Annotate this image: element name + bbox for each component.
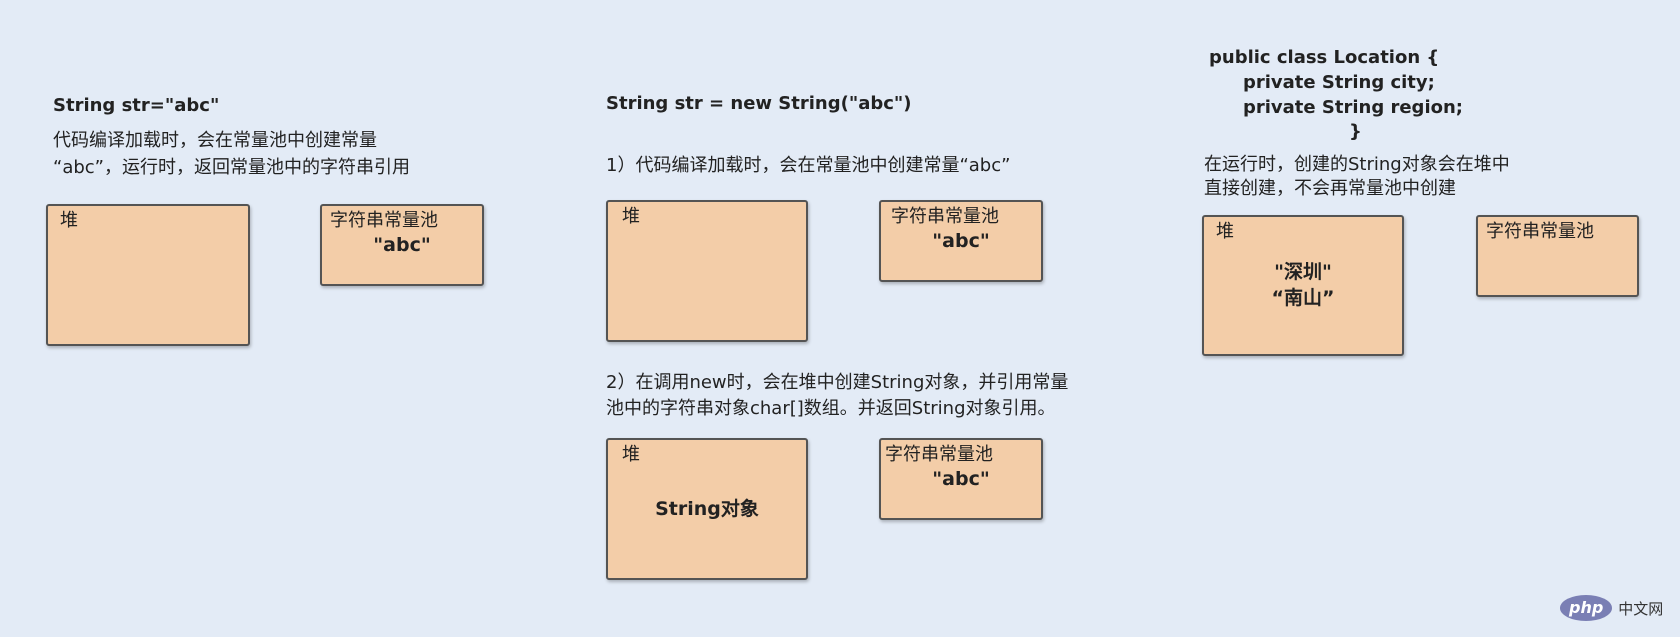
col1-desc-line-1: 代码编译加载时，会在常量池中创建常量	[53, 130, 377, 151]
col2-step2-pool-box: 字符串常量池 "abc"	[879, 438, 1043, 520]
col2-step1-pool-box: 字符串常量池 "abc"	[879, 200, 1043, 282]
col2-step2-line-2: 池中的字符串对象char[]数组。并返回String对象引用。	[606, 398, 1056, 419]
col1-desc-line-2: “abc”，运行时，返回常量池中的字符串引用	[53, 157, 411, 178]
col2-step2-heap-value: String对象	[655, 498, 759, 520]
col2-step2-pool-value: "abc"	[932, 468, 990, 490]
col3-code-line-1: public class Location {	[1209, 47, 1440, 68]
watermark-text: 中文网	[1618, 599, 1664, 618]
col2-step2-heap-label: 堆	[622, 444, 640, 465]
col3-heap-value-1: "深圳"	[1274, 261, 1332, 283]
col3-heap-label: 堆	[1216, 221, 1234, 242]
col3-pool-label: 字符串常量池	[1486, 221, 1594, 242]
col3-code-line-2: private String city;	[1243, 72, 1435, 93]
col3-code-line-3: private String region;	[1243, 97, 1463, 118]
col2-step1-pool-value: "abc"	[932, 230, 990, 252]
col1-pool-label: 字符串常量池	[330, 210, 438, 231]
php-logo-icon: php	[1560, 595, 1613, 621]
col2-step1-heap-box: 堆	[606, 200, 808, 342]
col1-code: String str="abc"	[53, 95, 220, 116]
col2-step2-pool-label: 字符串常量池	[885, 444, 993, 465]
col2-step1-pool-label: 字符串常量池	[891, 206, 999, 227]
col3-code-line-4: }	[1349, 121, 1362, 142]
col2-step2-heap-box: 堆 String对象	[606, 438, 808, 580]
col2-code: String str = new String("abc")	[606, 93, 912, 114]
col1-heap-label: 堆	[60, 210, 78, 231]
col3-heap-box: 堆 "深圳" “南山”	[1202, 215, 1404, 356]
col2-step1: 1）代码编译加载时，会在常量池中创建常量“abc”	[606, 155, 1011, 176]
col1-pool-box: 字符串常量池 "abc"	[320, 204, 484, 286]
col3-desc-line-1: 在运行时，创建的String对象会在堆中	[1204, 154, 1510, 175]
col1-pool-value: "abc"	[373, 234, 431, 256]
col2-step2-line-1: 2）在调用new时，会在堆中创建String对象，并引用常量	[606, 372, 1069, 393]
col2-step1-heap-label: 堆	[622, 206, 640, 227]
php-watermark: php 中文网	[1560, 595, 1663, 621]
col3-heap-value-2: “南山”	[1271, 287, 1335, 309]
col3-pool-box: 字符串常量池	[1476, 215, 1639, 297]
col3-desc-line-2: 直接创建，不会再常量池中创建	[1204, 178, 1456, 199]
col1-heap-box: 堆	[46, 204, 250, 346]
